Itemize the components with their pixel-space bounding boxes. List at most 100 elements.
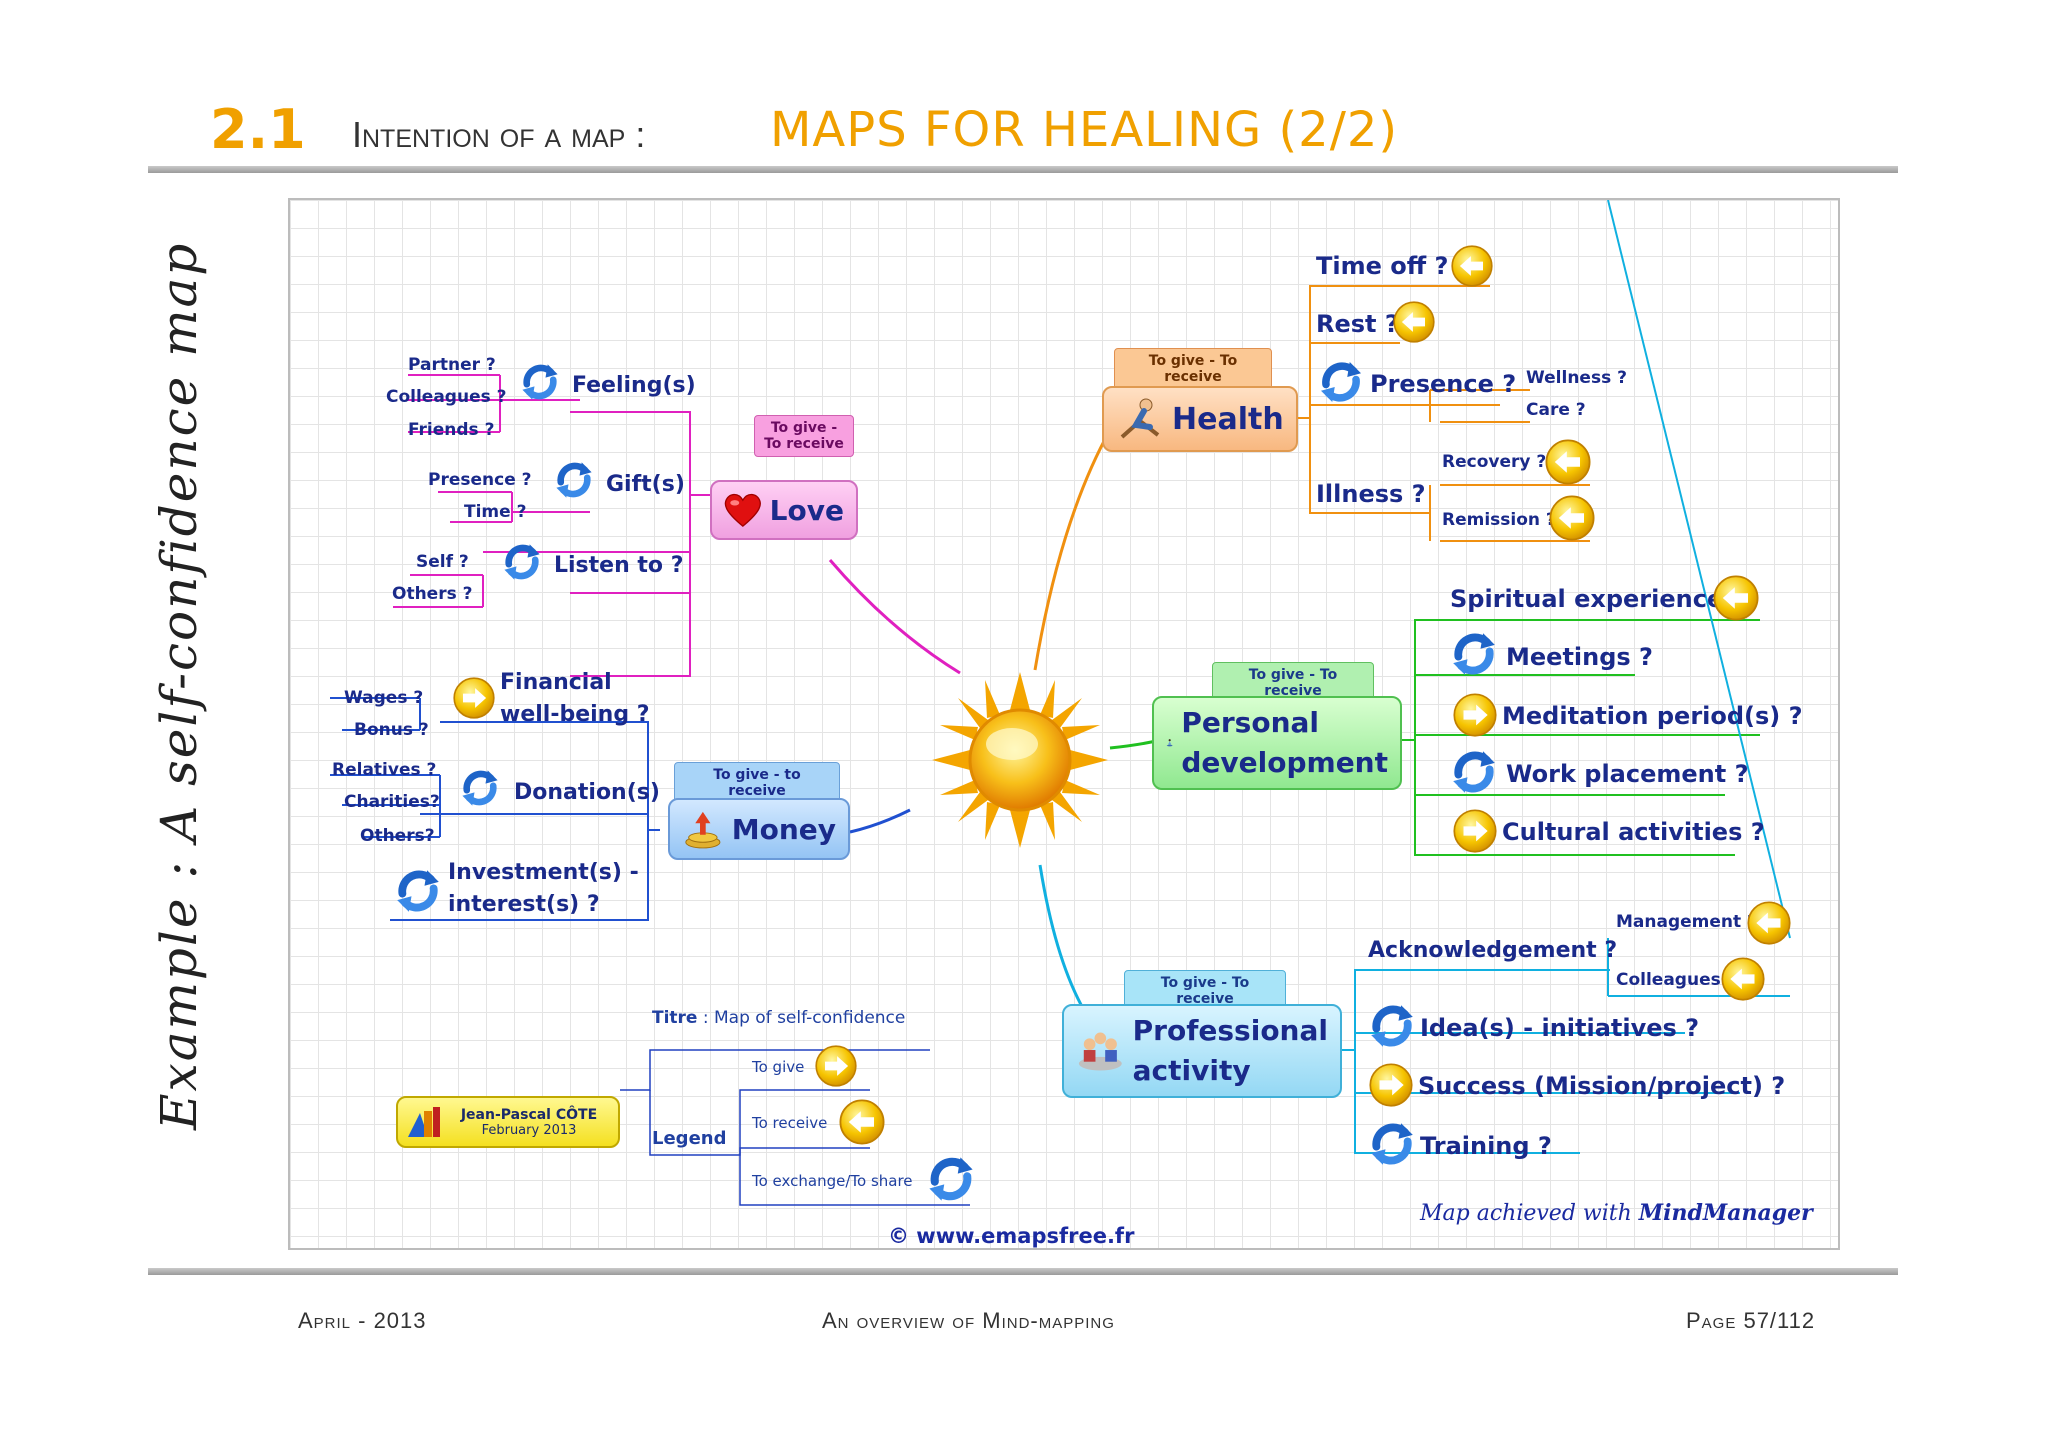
- health-illness-label[interactable]: Illness ?: [1316, 480, 1426, 508]
- receive-arrow-icon: [1393, 301, 1435, 343]
- relaxing-person-icon: [1120, 398, 1160, 439]
- heart-icon: [724, 493, 761, 528]
- exchange-icon: [1448, 628, 1500, 680]
- love-callout: To give - To receive: [754, 415, 854, 457]
- love-feeling-item[interactable]: Colleagues ?: [386, 387, 507, 407]
- personal-item-spiritual[interactable]: Spiritual experience ?: [1450, 585, 1746, 613]
- receive-arrow-icon: [1545, 439, 1591, 485]
- money-financial-label-2[interactable]: well-being ?: [500, 702, 650, 727]
- money-callout: To give - to receive: [674, 762, 840, 804]
- credit-prefix: Map achieved with: [1420, 1201, 1639, 1226]
- footer-rule: [148, 1268, 1898, 1275]
- give-arrow-icon: [1369, 1063, 1413, 1107]
- money-financial-item[interactable]: Bonus ?: [354, 720, 429, 740]
- love-node[interactable]: Love: [710, 480, 858, 540]
- exchange-icon: [500, 540, 544, 584]
- exchange-icon: [1316, 357, 1366, 407]
- credit-brand: MindManager: [1638, 1200, 1813, 1226]
- money-donation-label[interactable]: Donation(s): [514, 780, 660, 805]
- personal-item-work[interactable]: Work placement ?: [1506, 760, 1749, 788]
- health-presence-item[interactable]: Care ?: [1526, 400, 1586, 420]
- author-box: Jean-Pascal CÔTE February 2013: [396, 1096, 620, 1148]
- exchange-icon: [1366, 1118, 1418, 1170]
- author-date: February 2013: [481, 1122, 577, 1138]
- love-feeling-label[interactable]: Feeling(s): [572, 373, 696, 398]
- receive-arrow-icon: [1549, 495, 1595, 541]
- money-donation-item[interactable]: Relatives ?: [332, 760, 437, 780]
- love-label: Love: [769, 493, 844, 527]
- give-arrow-icon: [815, 1045, 857, 1087]
- exchange-icon: [1448, 746, 1500, 798]
- footer-page-number: Page 57/112: [1686, 1308, 1816, 1333]
- legend-to-give: To give: [752, 1058, 805, 1076]
- health-presence-item[interactable]: Wellness ?: [1526, 368, 1627, 388]
- credit-text: Map achieved with MindManager: [1420, 1200, 1813, 1226]
- legend-to-exchange: To exchange/To share: [752, 1172, 913, 1190]
- money-donation-item[interactable]: Charities?: [344, 792, 440, 812]
- professional-acknowledgement-item[interactable]: Management ?: [1616, 912, 1757, 932]
- love-gift-label[interactable]: Gift(s): [606, 472, 685, 497]
- mind-map-canvas: To give - To receive Love Feeling(s) Par…: [288, 198, 1840, 1250]
- page-title: MAPS FOR HEALING (2/2): [770, 102, 1399, 158]
- section-lead: Intention of a map :: [352, 114, 646, 155]
- personal-label-2: development: [1181, 746, 1388, 779]
- love-gift-item[interactable]: Presence ?: [428, 470, 532, 490]
- personal-item-meditation[interactable]: Meditation period(s) ?: [1502, 702, 1803, 730]
- health-illness-item[interactable]: Recovery ?: [1442, 452, 1547, 472]
- money-investment-label-2[interactable]: interest(s) ?: [448, 892, 600, 917]
- money-donation-item[interactable]: Others?: [360, 826, 435, 846]
- copyright-link[interactable]: © www.emapsfree.fr: [888, 1224, 1135, 1248]
- header-rule: [148, 166, 1898, 173]
- love-feeling-item[interactable]: Friends ?: [408, 420, 495, 440]
- personal-item-meetings[interactable]: Meetings ?: [1506, 643, 1653, 671]
- map-connectors: [330, 200, 1791, 1206]
- author-logo-icon: [408, 1107, 440, 1137]
- exchange-icon: [1366, 1000, 1418, 1052]
- health-time-off[interactable]: Time off ?: [1316, 252, 1449, 280]
- money-financial-label-1[interactable]: Financial: [500, 670, 612, 695]
- receive-arrow-icon: [1451, 245, 1493, 287]
- health-callout: To give - To receive: [1114, 348, 1272, 390]
- money-investment-label-1[interactable]: Investment(s) -: [448, 860, 639, 885]
- exchange-icon: [458, 766, 502, 810]
- side-title: Example : A self-confidence map: [150, 241, 208, 1130]
- health-illness-item[interactable]: Remission ?: [1442, 510, 1556, 530]
- professional-acknowledgement-item[interactable]: Colleagues ?: [1616, 970, 1737, 990]
- professional-acknowledgement-label[interactable]: Acknowledgement ?: [1368, 938, 1618, 963]
- professional-label-1: Professional: [1132, 1014, 1328, 1047]
- exchange-icon: [392, 865, 444, 917]
- legend-title-value: : Map of self-confidence: [697, 1008, 906, 1028]
- love-listen-label[interactable]: Listen to ?: [554, 553, 684, 578]
- professional-item-ideas[interactable]: Idea(s) - initiatives ?: [1420, 1014, 1700, 1042]
- section-number: 2.1: [210, 98, 306, 161]
- love-listen-item[interactable]: Others ?: [392, 584, 473, 604]
- money-financial-item[interactable]: Wages ?: [344, 688, 424, 708]
- professional-item-success[interactable]: Success (Mission/project) ?: [1418, 1072, 1786, 1100]
- health-rest[interactable]: Rest ?: [1316, 310, 1399, 338]
- health-presence-label[interactable]: Presence ?: [1370, 370, 1517, 398]
- exchange-icon: [924, 1152, 978, 1206]
- meeting-people-icon: [1078, 1032, 1122, 1071]
- receive-arrow-icon: [1747, 901, 1791, 945]
- receive-arrow-icon: [839, 1099, 885, 1145]
- receive-arrow-icon: [1713, 575, 1759, 621]
- legend-to-receive: To receive: [752, 1114, 828, 1132]
- love-gift-item[interactable]: Time ?: [464, 502, 527, 522]
- exchange-icon: [518, 360, 562, 404]
- personal-item-cultural[interactable]: Cultural activities ?: [1502, 818, 1765, 846]
- give-arrow-icon: [1453, 809, 1497, 853]
- professional-item-training[interactable]: Training ?: [1420, 1132, 1552, 1160]
- professional-label-2: activity: [1132, 1054, 1251, 1087]
- love-feeling-item[interactable]: Partner ?: [408, 355, 496, 375]
- personal-node[interactable]: Personal development: [1152, 696, 1402, 790]
- health-node[interactable]: Health: [1102, 386, 1298, 452]
- sun-icon: [932, 672, 1108, 848]
- professional-node[interactable]: Professional activity: [1062, 1004, 1342, 1098]
- legend-title: Titre : Map of self-confidence: [652, 1008, 905, 1028]
- money-icon: [685, 811, 721, 849]
- footer-date: April - 2013: [298, 1308, 427, 1333]
- money-node[interactable]: Money: [668, 798, 850, 860]
- love-listen-item[interactable]: Self ?: [416, 552, 469, 572]
- author-name: Jean-Pascal CÔTE: [460, 1106, 598, 1123]
- personal-label-1: Personal: [1181, 706, 1320, 739]
